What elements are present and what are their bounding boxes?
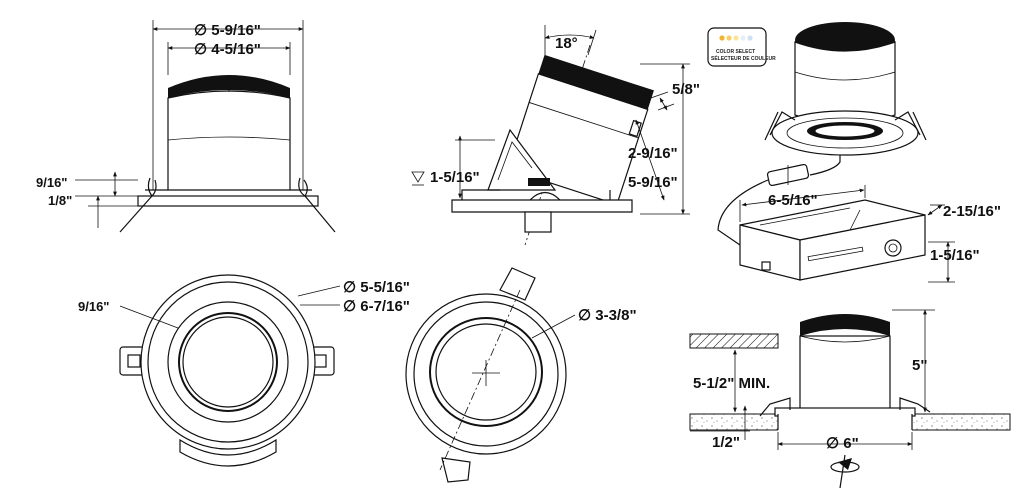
color-select-label: COLOR SELECT xyxy=(716,49,755,55)
install-min-clearance-label: 5-1/2" MIN. xyxy=(693,375,770,392)
tilt-side-view: 18° 5-9/16" 5/8" 2-9/16" xyxy=(411,25,700,246)
tilt-trim-offset-label: 5/8" xyxy=(672,81,700,98)
top-flange-width-label: 9/16" xyxy=(78,299,109,314)
isometric-view: COLOR SELECT SÉLECTEUR DE COULEUR xyxy=(707,22,1001,283)
top-diameter-b-label: ∅ 6-7/16" xyxy=(343,298,410,315)
top-view: 9/16" ∅ 5-5/16" ∅ 6-7/16" xyxy=(78,274,410,467)
top-diameter-a-label: ∅ 5-5/16" xyxy=(343,279,410,296)
tilt-recess-depth-label: 1-5/16" xyxy=(430,169,480,186)
front-inner-diameter-label: ∅ 4-5/16" xyxy=(194,41,261,58)
front-flange-height-label: 9/16" xyxy=(36,175,67,190)
tilt-inner-depth-label: 2-9/16" xyxy=(628,145,678,162)
jbox-length-label: 6-5/16" xyxy=(768,192,818,209)
tilt-angle-label: 18° xyxy=(555,35,578,52)
install-view: 5" 5-1/2" MIN. 1/2" ∅ 6" xyxy=(689,309,1011,489)
saw-icon xyxy=(830,454,860,489)
color-select-label-fr: SÉLECTEUR DE COULEUR xyxy=(711,54,776,62)
front-view: ∅ 5-9/16" ∅ 4-5/16" 9/16" 1/8" xyxy=(36,20,336,233)
install-ceiling-thickness-label: 1/2" xyxy=(712,434,740,451)
front-outer-diameter-label: ∅ 5-9/16" xyxy=(194,22,261,39)
tilt-top-view: ∅ 3-3/8" xyxy=(405,267,637,483)
front-flange-thickness-label: 1/8" xyxy=(48,193,72,208)
tilt-top-aperture-label: ∅ 3-3/8" xyxy=(578,307,637,324)
install-height-label: 5" xyxy=(912,357,927,374)
jbox-width-label: 2-15/16" xyxy=(943,203,1001,220)
tilt-total-height-label: 5-9/16" xyxy=(628,174,678,191)
jbox-height-label: 1-5/16" xyxy=(930,247,980,264)
install-cutout-label: ∅ 6" xyxy=(826,435,859,452)
